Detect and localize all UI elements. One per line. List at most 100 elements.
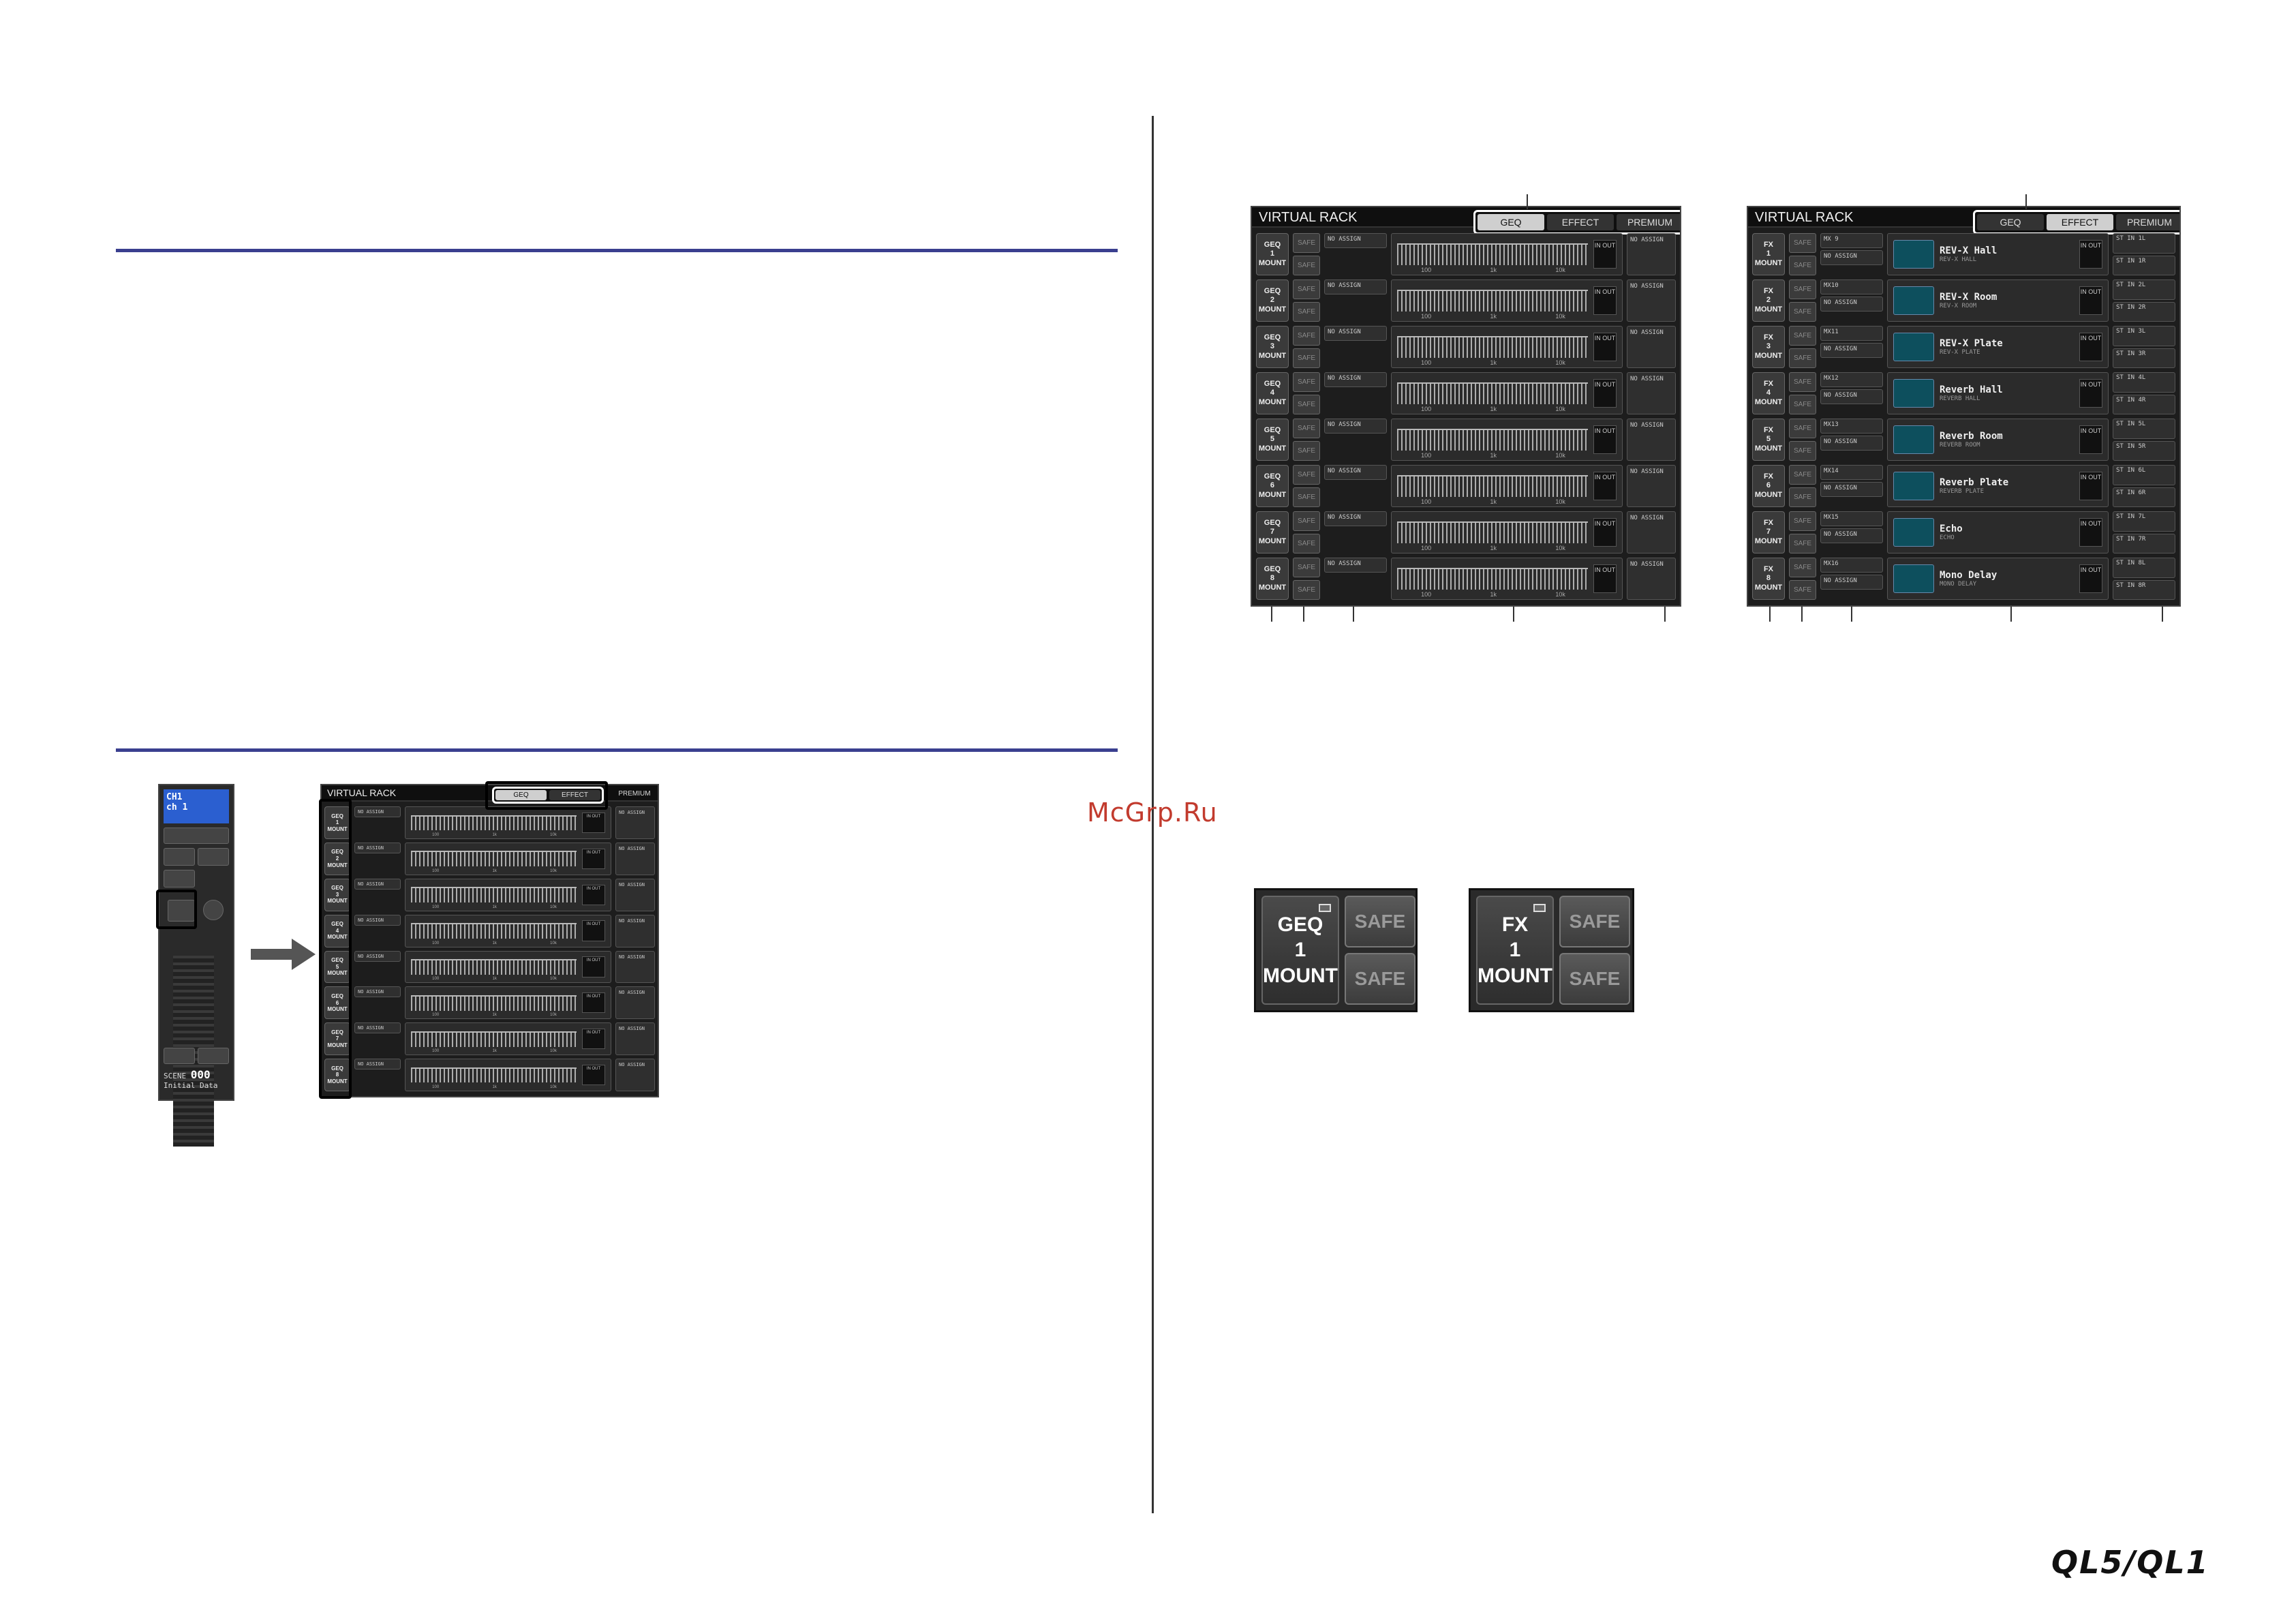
output-assign-button[interactable]: ST IN 5R xyxy=(2113,440,2175,461)
safe-button[interactable]: SAFE xyxy=(1789,487,1816,507)
output-assign-button[interactable]: ST IN 1R xyxy=(2113,255,2175,275)
input-assign-button[interactable]: NO ASSIGN xyxy=(354,986,401,998)
output-assign-button[interactable]: ST IN 4L xyxy=(2113,372,2175,393)
mount-button[interactable]: FX 3 MOUNT xyxy=(1752,326,1785,368)
output-assign-button[interactable]: ST IN 1L xyxy=(2113,233,2175,254)
safe-button[interactable]: SAFE xyxy=(1293,302,1320,322)
safe-button[interactable]: SAFE xyxy=(1293,326,1320,346)
input-assign-button[interactable]: MX16 xyxy=(1820,558,1883,573)
tab-effect[interactable]: EFFECT xyxy=(549,790,600,800)
input-assign-button[interactable]: NO ASSIGN xyxy=(1324,511,1387,526)
mount-button[interactable]: GEQ 4 MOUNT xyxy=(1256,372,1289,414)
tab-effect[interactable]: EFFECT xyxy=(1547,214,1614,230)
safe-button[interactable]: SAFE xyxy=(1293,233,1320,253)
safe-button[interactable]: SAFE xyxy=(1293,465,1320,485)
safe-button[interactable]: SAFE xyxy=(1789,558,1816,577)
input-assign-button[interactable]: MX14 xyxy=(1820,465,1883,480)
safe-button[interactable]: SAFE xyxy=(1789,233,1816,253)
output-assign-button[interactable]: ST IN 2L xyxy=(2113,279,2175,300)
mount-button[interactable]: GEQ 3 MOUNT xyxy=(1256,326,1289,368)
mount-button[interactable]: FX 4 MOUNT xyxy=(1752,372,1785,414)
output-assign-button[interactable]: ST IN 6L xyxy=(2113,465,2175,485)
safe-button[interactable]: SAFE xyxy=(1293,534,1320,553)
input-assign-button[interactable]: NO ASSIGN xyxy=(1820,528,1883,543)
output-assign-button[interactable]: NO ASSIGN xyxy=(1627,419,1676,461)
safe-button[interactable]: SAFE xyxy=(1789,441,1816,461)
safe-button[interactable]: SAFE xyxy=(1789,326,1816,346)
channel-name-display[interactable]: CH1 ch 1 xyxy=(164,789,229,823)
pan-knob[interactable] xyxy=(203,900,224,920)
safe-button[interactable]: SAFE xyxy=(1293,558,1320,577)
input-assign-button[interactable]: NO ASSIGN xyxy=(354,1059,401,1070)
tab-premium[interactable]: PREMIUM xyxy=(2116,214,2179,230)
tab-geq[interactable]: GEQ xyxy=(495,790,547,800)
output-assign-button[interactable]: NO ASSIGN xyxy=(615,914,655,947)
safe-button-top[interactable]: SAFE xyxy=(1559,896,1630,947)
strip-button-d[interactable] xyxy=(164,870,195,888)
safe-button[interactable]: SAFE xyxy=(1293,441,1320,461)
mount-button[interactable]: GEQ 1 MOUNT xyxy=(1256,233,1289,275)
output-assign-button[interactable]: ST IN 7R xyxy=(2113,533,2175,553)
input-assign-button[interactable]: NO ASSIGN xyxy=(1820,482,1883,497)
mount-button[interactable]: FX 8 MOUNT xyxy=(1752,558,1785,600)
mount-button[interactable]: GEQ 5 MOUNT xyxy=(324,950,350,984)
strip-button-b[interactable] xyxy=(164,848,195,866)
input-assign-button[interactable]: NO ASSIGN xyxy=(354,842,401,853)
output-assign-button[interactable]: ST IN 2R xyxy=(2113,301,2175,322)
safe-button[interactable]: SAFE xyxy=(1293,580,1320,600)
safe-button[interactable]: SAFE xyxy=(1789,372,1816,392)
input-assign-button[interactable]: NO ASSIGN xyxy=(1820,297,1883,312)
mount-button[interactable]: GEQ 3 MOUNT xyxy=(324,878,350,911)
input-assign-button[interactable]: NO ASSIGN xyxy=(1324,233,1387,248)
input-assign-button[interactable]: NO ASSIGN xyxy=(1820,575,1883,590)
safe-button[interactable]: SAFE xyxy=(1789,256,1816,275)
input-assign-button[interactable]: NO ASSIGN xyxy=(1820,250,1883,265)
mount-button[interactable]: GEQ 2 MOUNT xyxy=(324,842,350,875)
tab-effect[interactable]: EFFECT xyxy=(2047,214,2113,230)
mount-button[interactable]: FX 1 MOUNT xyxy=(1752,233,1785,275)
safe-button[interactable]: SAFE xyxy=(1293,256,1320,275)
output-assign-button[interactable]: ST IN 6R xyxy=(2113,487,2175,507)
input-assign-button[interactable]: MX11 xyxy=(1820,326,1883,341)
safe-button[interactable]: SAFE xyxy=(1293,419,1320,438)
mount-button[interactable]: GEQ 7 MOUNT xyxy=(1256,511,1289,553)
mount-button[interactable]: GEQ 7 MOUNT xyxy=(324,1022,350,1056)
input-assign-button[interactable]: NO ASSIGN xyxy=(354,950,401,962)
safe-button[interactable]: SAFE xyxy=(1293,279,1320,299)
mount-button[interactable]: FX 5 MOUNT xyxy=(1752,419,1785,461)
input-assign-button[interactable]: MX12 xyxy=(1820,372,1883,387)
output-assign-button[interactable]: NO ASSIGN xyxy=(1627,326,1676,368)
input-assign-button[interactable]: NO ASSIGN xyxy=(1820,436,1883,451)
mount-button[interactable]: GEQ 2 MOUNT xyxy=(1256,279,1289,322)
geq-mount-button[interactable]: GEQ 1 MOUNT xyxy=(1261,896,1339,1005)
safe-button-top[interactable]: SAFE xyxy=(1344,896,1415,947)
output-assign-button[interactable]: NO ASSIGN xyxy=(615,986,655,1020)
strip-button-a[interactable] xyxy=(164,828,229,844)
output-assign-button[interactable]: NO ASSIGN xyxy=(1627,511,1676,553)
safe-button[interactable]: SAFE xyxy=(1789,348,1816,368)
safe-button[interactable]: SAFE xyxy=(1293,487,1320,507)
safe-button[interactable]: SAFE xyxy=(1789,279,1816,299)
input-assign-button[interactable]: NO ASSIGN xyxy=(1324,372,1387,387)
output-assign-button[interactable]: ST IN 8R xyxy=(2113,579,2175,600)
mount-button[interactable]: GEQ 5 MOUNT xyxy=(1256,419,1289,461)
output-assign-button[interactable]: NO ASSIGN xyxy=(1627,372,1676,414)
input-assign-button[interactable]: NO ASSIGN xyxy=(354,878,401,890)
output-assign-button[interactable]: ST IN 5L xyxy=(2113,419,2175,439)
output-assign-button[interactable]: ST IN 4R xyxy=(2113,394,2175,414)
input-assign-button[interactable]: NO ASSIGN xyxy=(1324,326,1387,341)
